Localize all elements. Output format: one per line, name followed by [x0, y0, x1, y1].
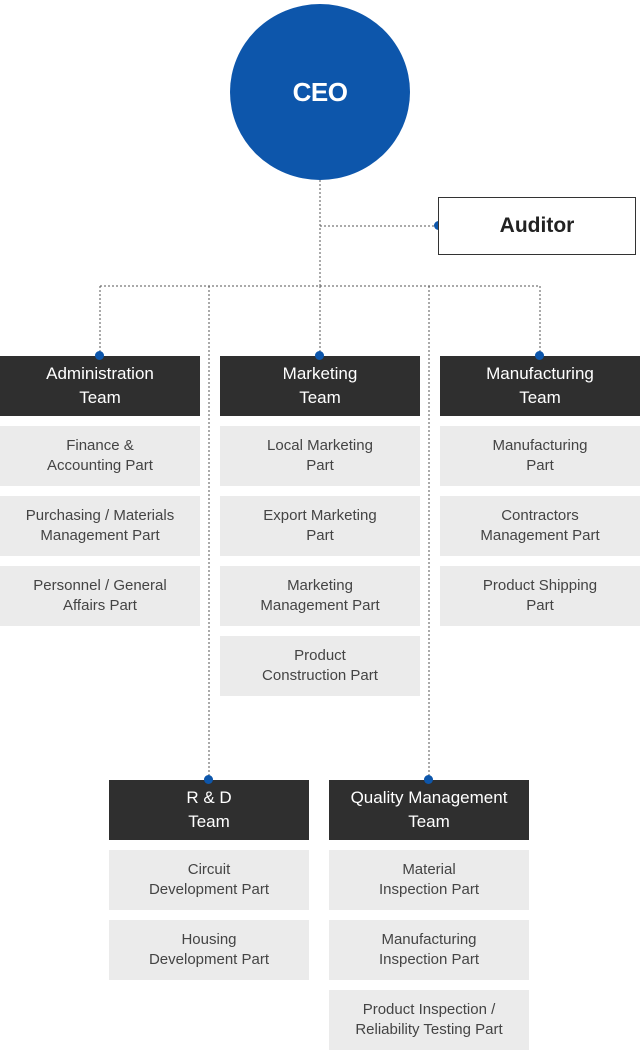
part-label: Housing Development Part: [148, 931, 270, 968]
part-label: Contractors Management Part: [480, 507, 600, 544]
part-box: Manufacturing Part: [440, 426, 640, 486]
part-box: Circuit Development Part: [109, 850, 309, 910]
part-box: Finance & Accounting Part: [0, 426, 200, 486]
team-connector-dot: [535, 351, 544, 360]
part-label: Product Inspection / Reliability Testing…: [355, 1001, 503, 1038]
team-label: Administration Team: [46, 364, 154, 407]
part-label: Product Construction Part: [262, 647, 378, 684]
ceo-node: CEO: [230, 4, 410, 180]
team-marketing: Marketing Team: [220, 356, 420, 416]
part-label: Personnel / General Affairs Part: [33, 577, 167, 614]
part-box: Product Construction Part: [220, 636, 420, 696]
team-connector-dot: [315, 351, 324, 360]
part-box: Material Inspection Part: [329, 850, 529, 910]
part-label: Manufacturing Inspection Part: [378, 931, 480, 968]
team-manufacturing: Manufacturing Team: [440, 356, 640, 416]
team-connector-dot: [95, 351, 104, 360]
part-label: Circuit Development Part: [148, 861, 270, 898]
part-box: Marketing Management Part: [220, 566, 420, 626]
team-rnd: R & D Team: [109, 780, 309, 840]
part-box: Export Marketing Part: [220, 496, 420, 556]
part-label: Export Marketing Part: [263, 507, 377, 544]
team-label: Marketing Team: [282, 364, 358, 407]
part-box: Product Inspection / Reliability Testing…: [329, 990, 529, 1050]
part-label: Marketing Management Part: [260, 577, 380, 614]
team-administration: Administration Team: [0, 356, 200, 416]
part-label: Local Marketing Part: [267, 437, 373, 474]
part-box: Manufacturing Inspection Part: [329, 920, 529, 980]
part-box: Personnel / General Affairs Part: [0, 566, 200, 626]
team-label: Manufacturing Team: [486, 364, 594, 407]
part-box: Purchasing / Materials Management Part: [0, 496, 200, 556]
part-label: Manufacturing Part: [492, 437, 588, 474]
team-quality-management: Quality Management Team: [329, 780, 529, 840]
part-box: Product Shipping Part: [440, 566, 640, 626]
part-box: Local Marketing Part: [220, 426, 420, 486]
part-box: Housing Development Part: [109, 920, 309, 980]
auditor-label: Auditor: [499, 214, 575, 237]
part-label: Purchasing / Materials Management Part: [25, 507, 175, 544]
ceo-label: CEO: [292, 76, 348, 107]
part-label: Finance & Accounting Part: [47, 437, 153, 474]
team-label: Quality Management Team: [350, 788, 508, 831]
team-label: R & D Team: [186, 788, 232, 831]
team-connector-dot: [424, 775, 433, 784]
part-label: Product Shipping Part: [482, 577, 598, 614]
auditor-node: Auditor: [438, 197, 636, 255]
part-label: Material Inspection Part: [378, 861, 480, 898]
part-box: Contractors Management Part: [440, 496, 640, 556]
team-connector-dot: [204, 775, 213, 784]
